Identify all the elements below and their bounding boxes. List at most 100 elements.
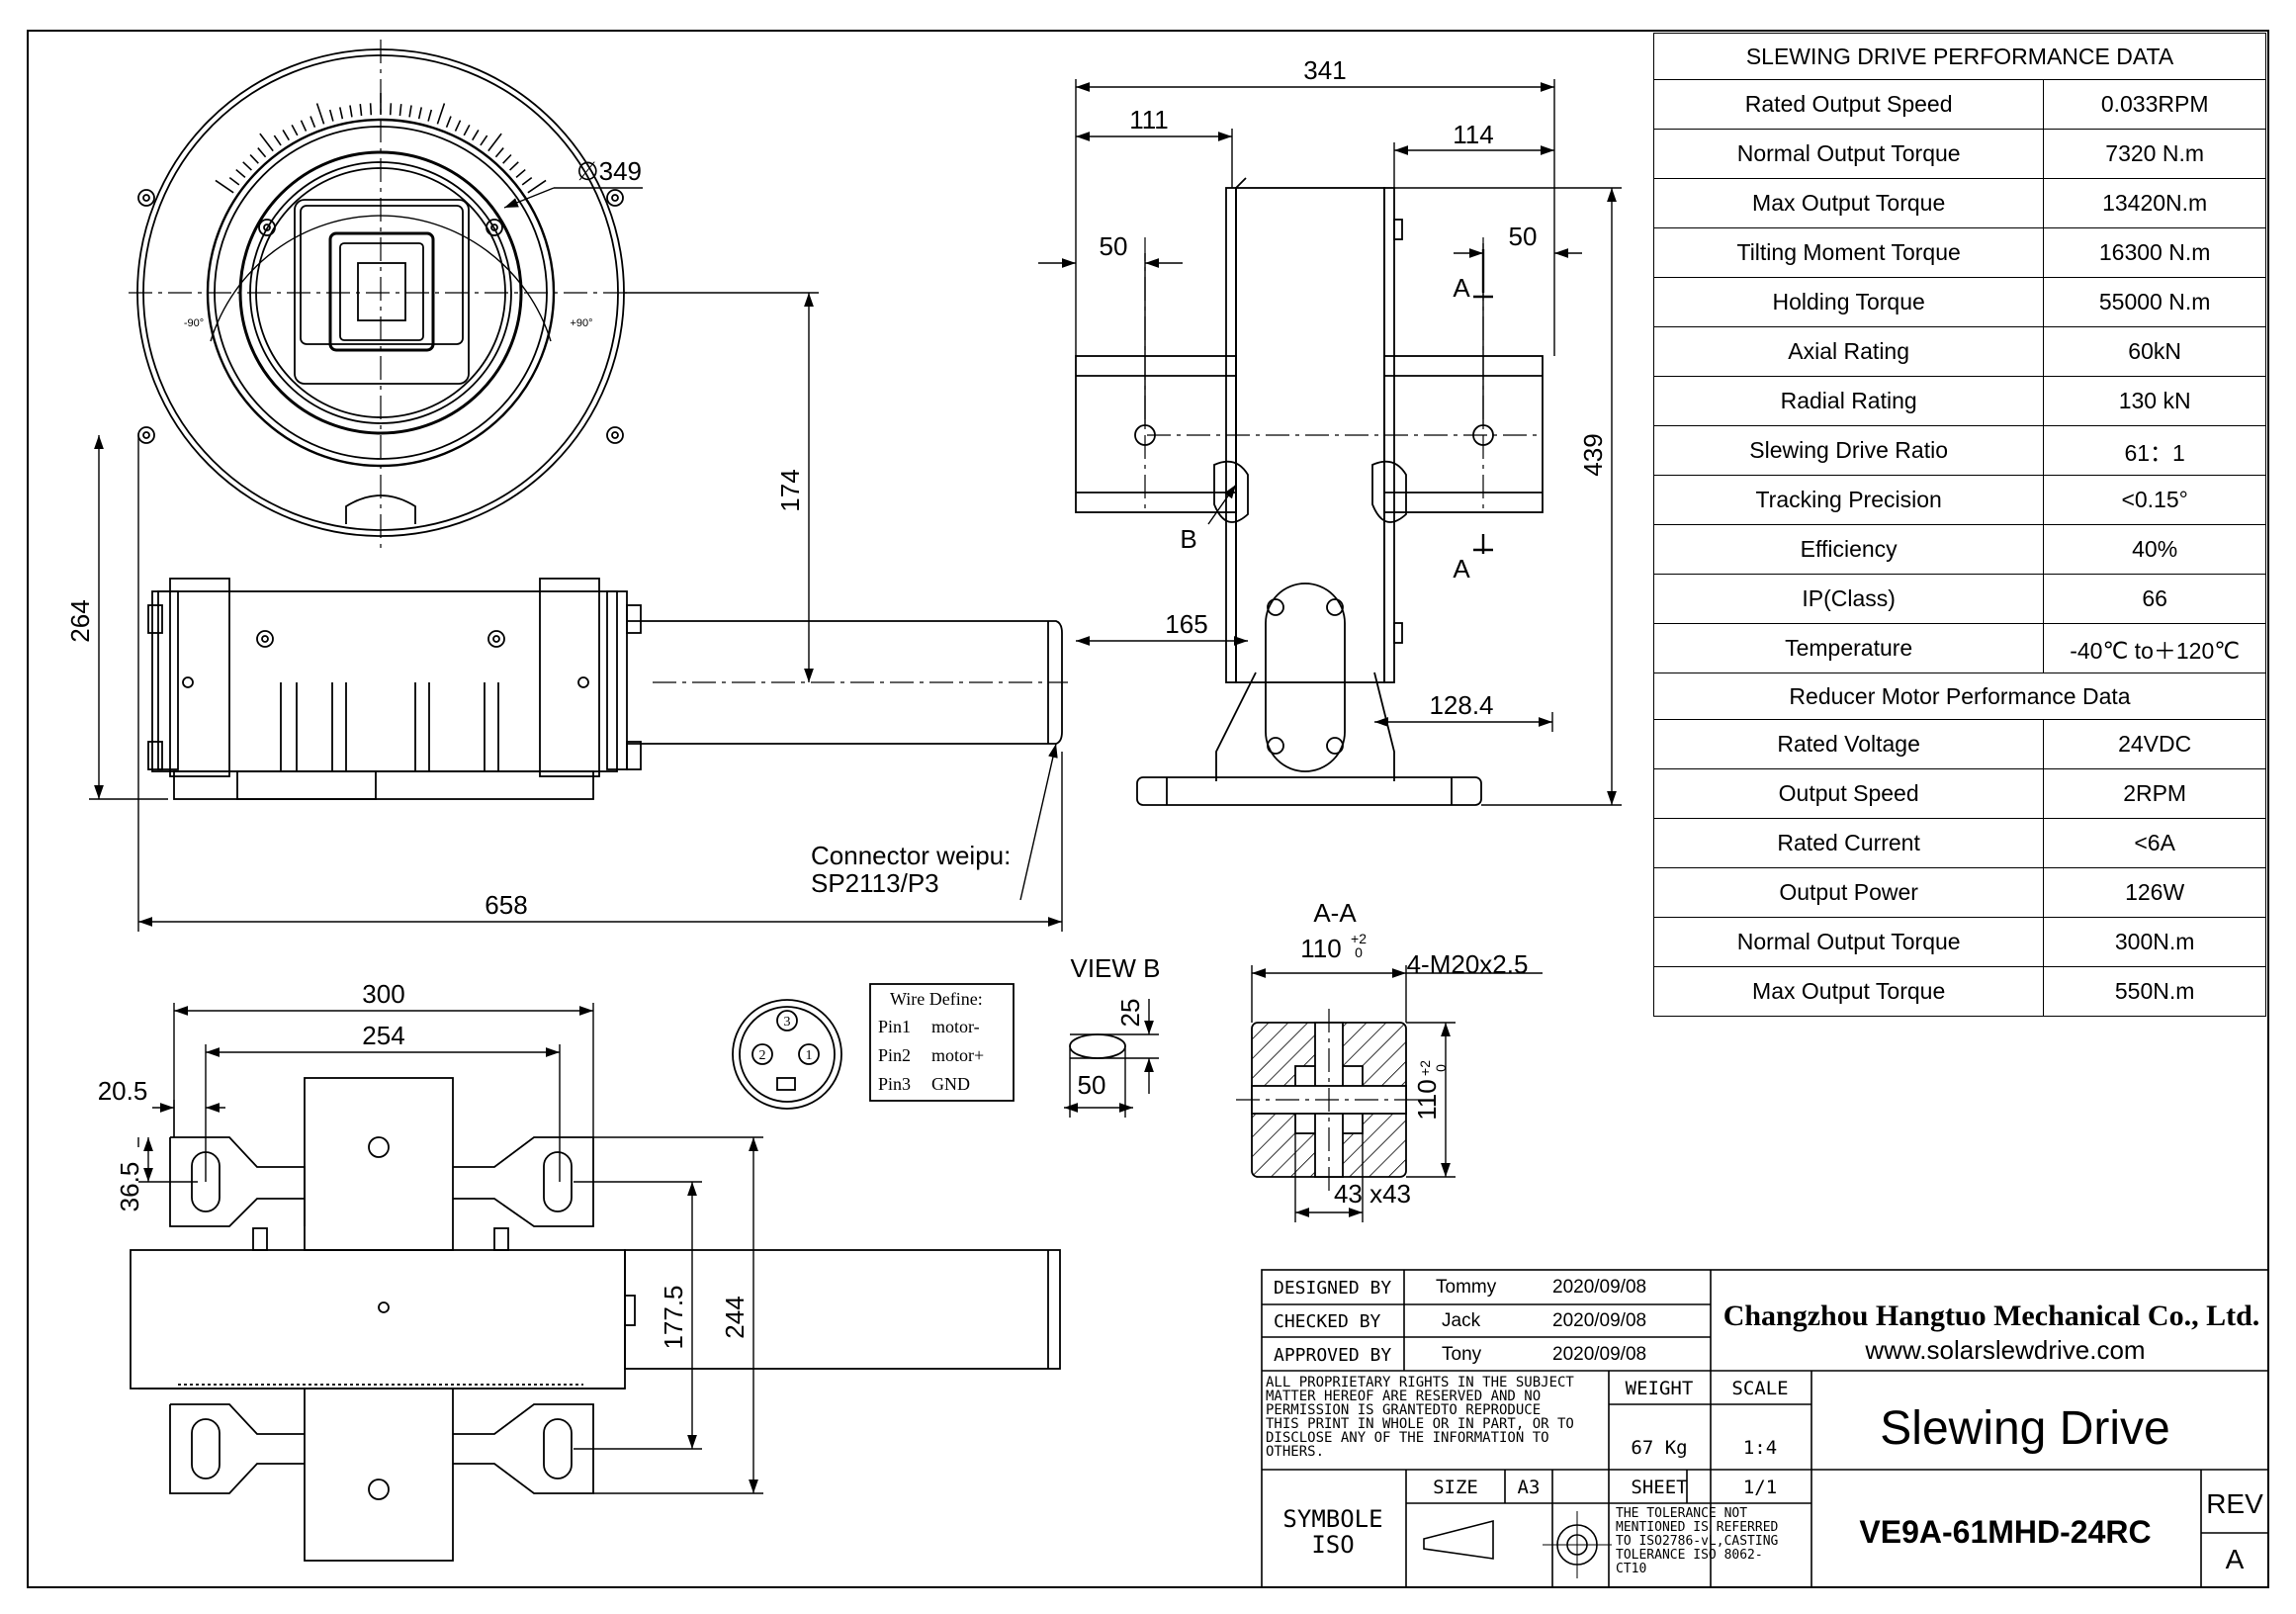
row-label: Efficiency: [1652, 524, 2045, 575]
scale-tick: [369, 103, 373, 116]
scale-tick: [436, 103, 446, 125]
scale-tick: [242, 161, 252, 171]
scale-tick: [398, 104, 402, 117]
symbol-label: SYMBOLE: [1282, 1505, 1382, 1533]
scale-label: SCALE: [1731, 1378, 1788, 1399]
scale-tick: [463, 124, 471, 136]
table-row: IP(Class)66: [1652, 574, 2266, 624]
scale-tick: [427, 109, 433, 122]
dim-20-5: 20.5: [98, 1076, 148, 1106]
row-label: Holding Torque: [1652, 277, 2045, 327]
approver-name: Tony: [1442, 1344, 1482, 1365]
pin-number-1: 1: [806, 1048, 813, 1063]
scale-tick: [417, 107, 423, 120]
scale-tick: [259, 133, 274, 152]
dim-25: 25: [1115, 999, 1145, 1028]
tolerance-line-1: THE TOLERANCE NOT: [1616, 1506, 1747, 1521]
performance-table: SLEWING DRIVE PERFORMANCE DATA Rated Out…: [1652, 33, 2266, 1017]
rights-line-1: ALL PROPRIETARY RIGHTS IN THE SUBJECT: [1266, 1375, 1574, 1390]
row-value: 16300 N.m: [2043, 227, 2266, 278]
company-website: www.solarslewdrive.com: [1864, 1335, 2145, 1365]
pin-number-2: 2: [759, 1048, 766, 1063]
dim-aa-thread: 4-M20x2.5: [1407, 949, 1529, 979]
scale-tick: [454, 120, 462, 132]
tolerance-line-5: CT10: [1616, 1562, 1646, 1576]
motor-table-title: Reducer Motor Performance Data: [1653, 672, 2266, 720]
size-value: A3: [1518, 1477, 1541, 1498]
section-a-top: A: [1453, 273, 1470, 303]
rights-line-6: OTHERS.: [1266, 1444, 1324, 1460]
designed-by-label: DESIGNED BY: [1274, 1278, 1391, 1299]
scale-tick: [282, 130, 290, 141]
wire-pin1: Pin1: [878, 1017, 911, 1036]
scale-tick: [521, 177, 533, 186]
front-view: [129, 40, 1068, 800]
row-value: 130 kN: [2043, 376, 2266, 426]
row-value: <0.15°: [2043, 475, 2266, 525]
view-b-title: VIEW B: [1070, 953, 1160, 983]
scale-tick: [328, 109, 334, 122]
scale-tick: [291, 124, 299, 136]
scale-tick: [228, 177, 240, 186]
row-label: Axial Rating: [1652, 326, 2045, 377]
tolerance-line-2: MENTIONED IS REFERRED: [1616, 1520, 1779, 1535]
performance-table-title: SLEWING DRIVE PERFORMANCE DATA: [1653, 33, 2266, 80]
view-b-marker: B: [1180, 524, 1196, 554]
scale-tick: [257, 147, 267, 158]
part-number: VE9A-61MHD-24RC: [1859, 1514, 2151, 1550]
checked-by-label: CHECKED BY: [1274, 1311, 1381, 1332]
scale-tick: [215, 179, 234, 194]
row-label: Rated Current: [1652, 818, 2045, 868]
aa-tol-upper-v: +2: [1417, 1060, 1433, 1076]
weight-value: 67 Kg: [1631, 1437, 1687, 1459]
tolerance-line-4: TOLERANCE ISO 8062-: [1616, 1548, 1763, 1563]
sheet-label: SHEET: [1631, 1477, 1687, 1498]
row-value: 40%: [2043, 524, 2266, 575]
connector-label-1: Connector weipu:: [811, 841, 1011, 870]
scale-tick: [445, 116, 452, 129]
dim-244: 244: [720, 1296, 750, 1338]
row-value: 24VDC: [2043, 719, 2266, 769]
dim-50-viewb: 50: [1078, 1070, 1106, 1100]
dim-658: 658: [485, 890, 527, 920]
bolt-hole-center: [261, 635, 269, 643]
bolt-hole: [487, 630, 505, 648]
rights-line-4: THIS PRINT IN WHOLE OR IN PART, OR TO: [1266, 1416, 1574, 1432]
row-label: Rated Output Speed: [1652, 79, 2045, 130]
dim-aa-110: 110: [1300, 934, 1341, 963]
wire-pin1-name: motor-: [931, 1017, 980, 1036]
bolt-hole-center: [263, 224, 271, 231]
scale-tick: [472, 130, 480, 141]
scale-tick: [527, 179, 547, 194]
bolt-hole-center: [492, 635, 500, 643]
wire-pin3: Pin3: [878, 1074, 911, 1094]
row-value: 2RPM: [2043, 768, 2266, 819]
row-label: Radial Rating: [1652, 376, 2045, 426]
wire-pin2-name: motor+: [931, 1045, 984, 1065]
dim-111: 111: [1129, 105, 1169, 134]
scale-tick: [515, 168, 526, 178]
row-value: 0.033RPM: [2043, 79, 2266, 130]
row-value: 300N.m: [2043, 917, 2266, 967]
top-view: [130, 1077, 1061, 1562]
row-label: IP(Class): [1652, 574, 2045, 624]
bolt-hole: [606, 426, 624, 444]
row-label: Tilting Moment Torque: [1652, 227, 2045, 278]
connector-label-2: SP2113/P3: [811, 868, 939, 898]
dim-174: 174: [775, 469, 805, 511]
row-label: Tracking Precision: [1652, 475, 2045, 525]
scale-tick: [509, 161, 519, 171]
size-label: SIZE: [1433, 1477, 1478, 1498]
bolt-hole: [137, 426, 155, 444]
company-name: Changzhou Hangtuo Mechanical Co., Ltd.: [1723, 1300, 2260, 1332]
row-value: 7320 N.m: [2043, 129, 2266, 179]
bolt-hole-center: [611, 431, 619, 439]
